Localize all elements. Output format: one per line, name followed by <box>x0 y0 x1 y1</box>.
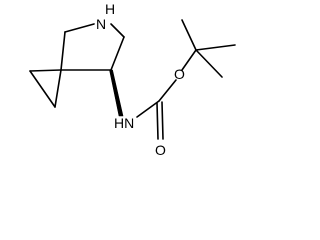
bond-nh-ch2-right <box>110 23 125 38</box>
atom-label-o-ester: O <box>174 66 185 82</box>
structure-canvas: N H HN O O <box>29 1 236 158</box>
bond-cp-cp <box>29 70 56 108</box>
bond-tbu-methyl-top <box>181 19 197 51</box>
bond-tbu-methyl-right <box>195 44 236 51</box>
chemical-structure-diagram: N H HN O O <box>29 1 236 158</box>
atom-label-n-ring: N <box>96 16 106 32</box>
atom-label-h-ring: H <box>105 1 115 17</box>
atom-label-o-carbonyl: O <box>155 142 166 158</box>
bond-spiro-ch2 <box>60 31 66 71</box>
atom-label-hn-carbamate: HN <box>114 115 134 131</box>
bond-o-tertbutyl-c <box>181 49 197 71</box>
bond-carbonyl-c-o-ester <box>158 79 177 102</box>
bond-ch2-nh-left <box>64 23 95 33</box>
bond-spiro-cp-top <box>29 69 62 72</box>
bond-carbonyl-c-o-double-a <box>156 102 159 140</box>
bond-carbonyl-c-o-double-b <box>161 101 164 140</box>
bond-nh-carbonyl-c <box>136 100 160 118</box>
stereo-wedge-bond <box>109 69 124 117</box>
bond-ch2-chnh <box>110 36 125 71</box>
bond-tbu-methyl-bottom <box>195 49 223 78</box>
bond-spiro-cp-bottom <box>54 69 62 108</box>
